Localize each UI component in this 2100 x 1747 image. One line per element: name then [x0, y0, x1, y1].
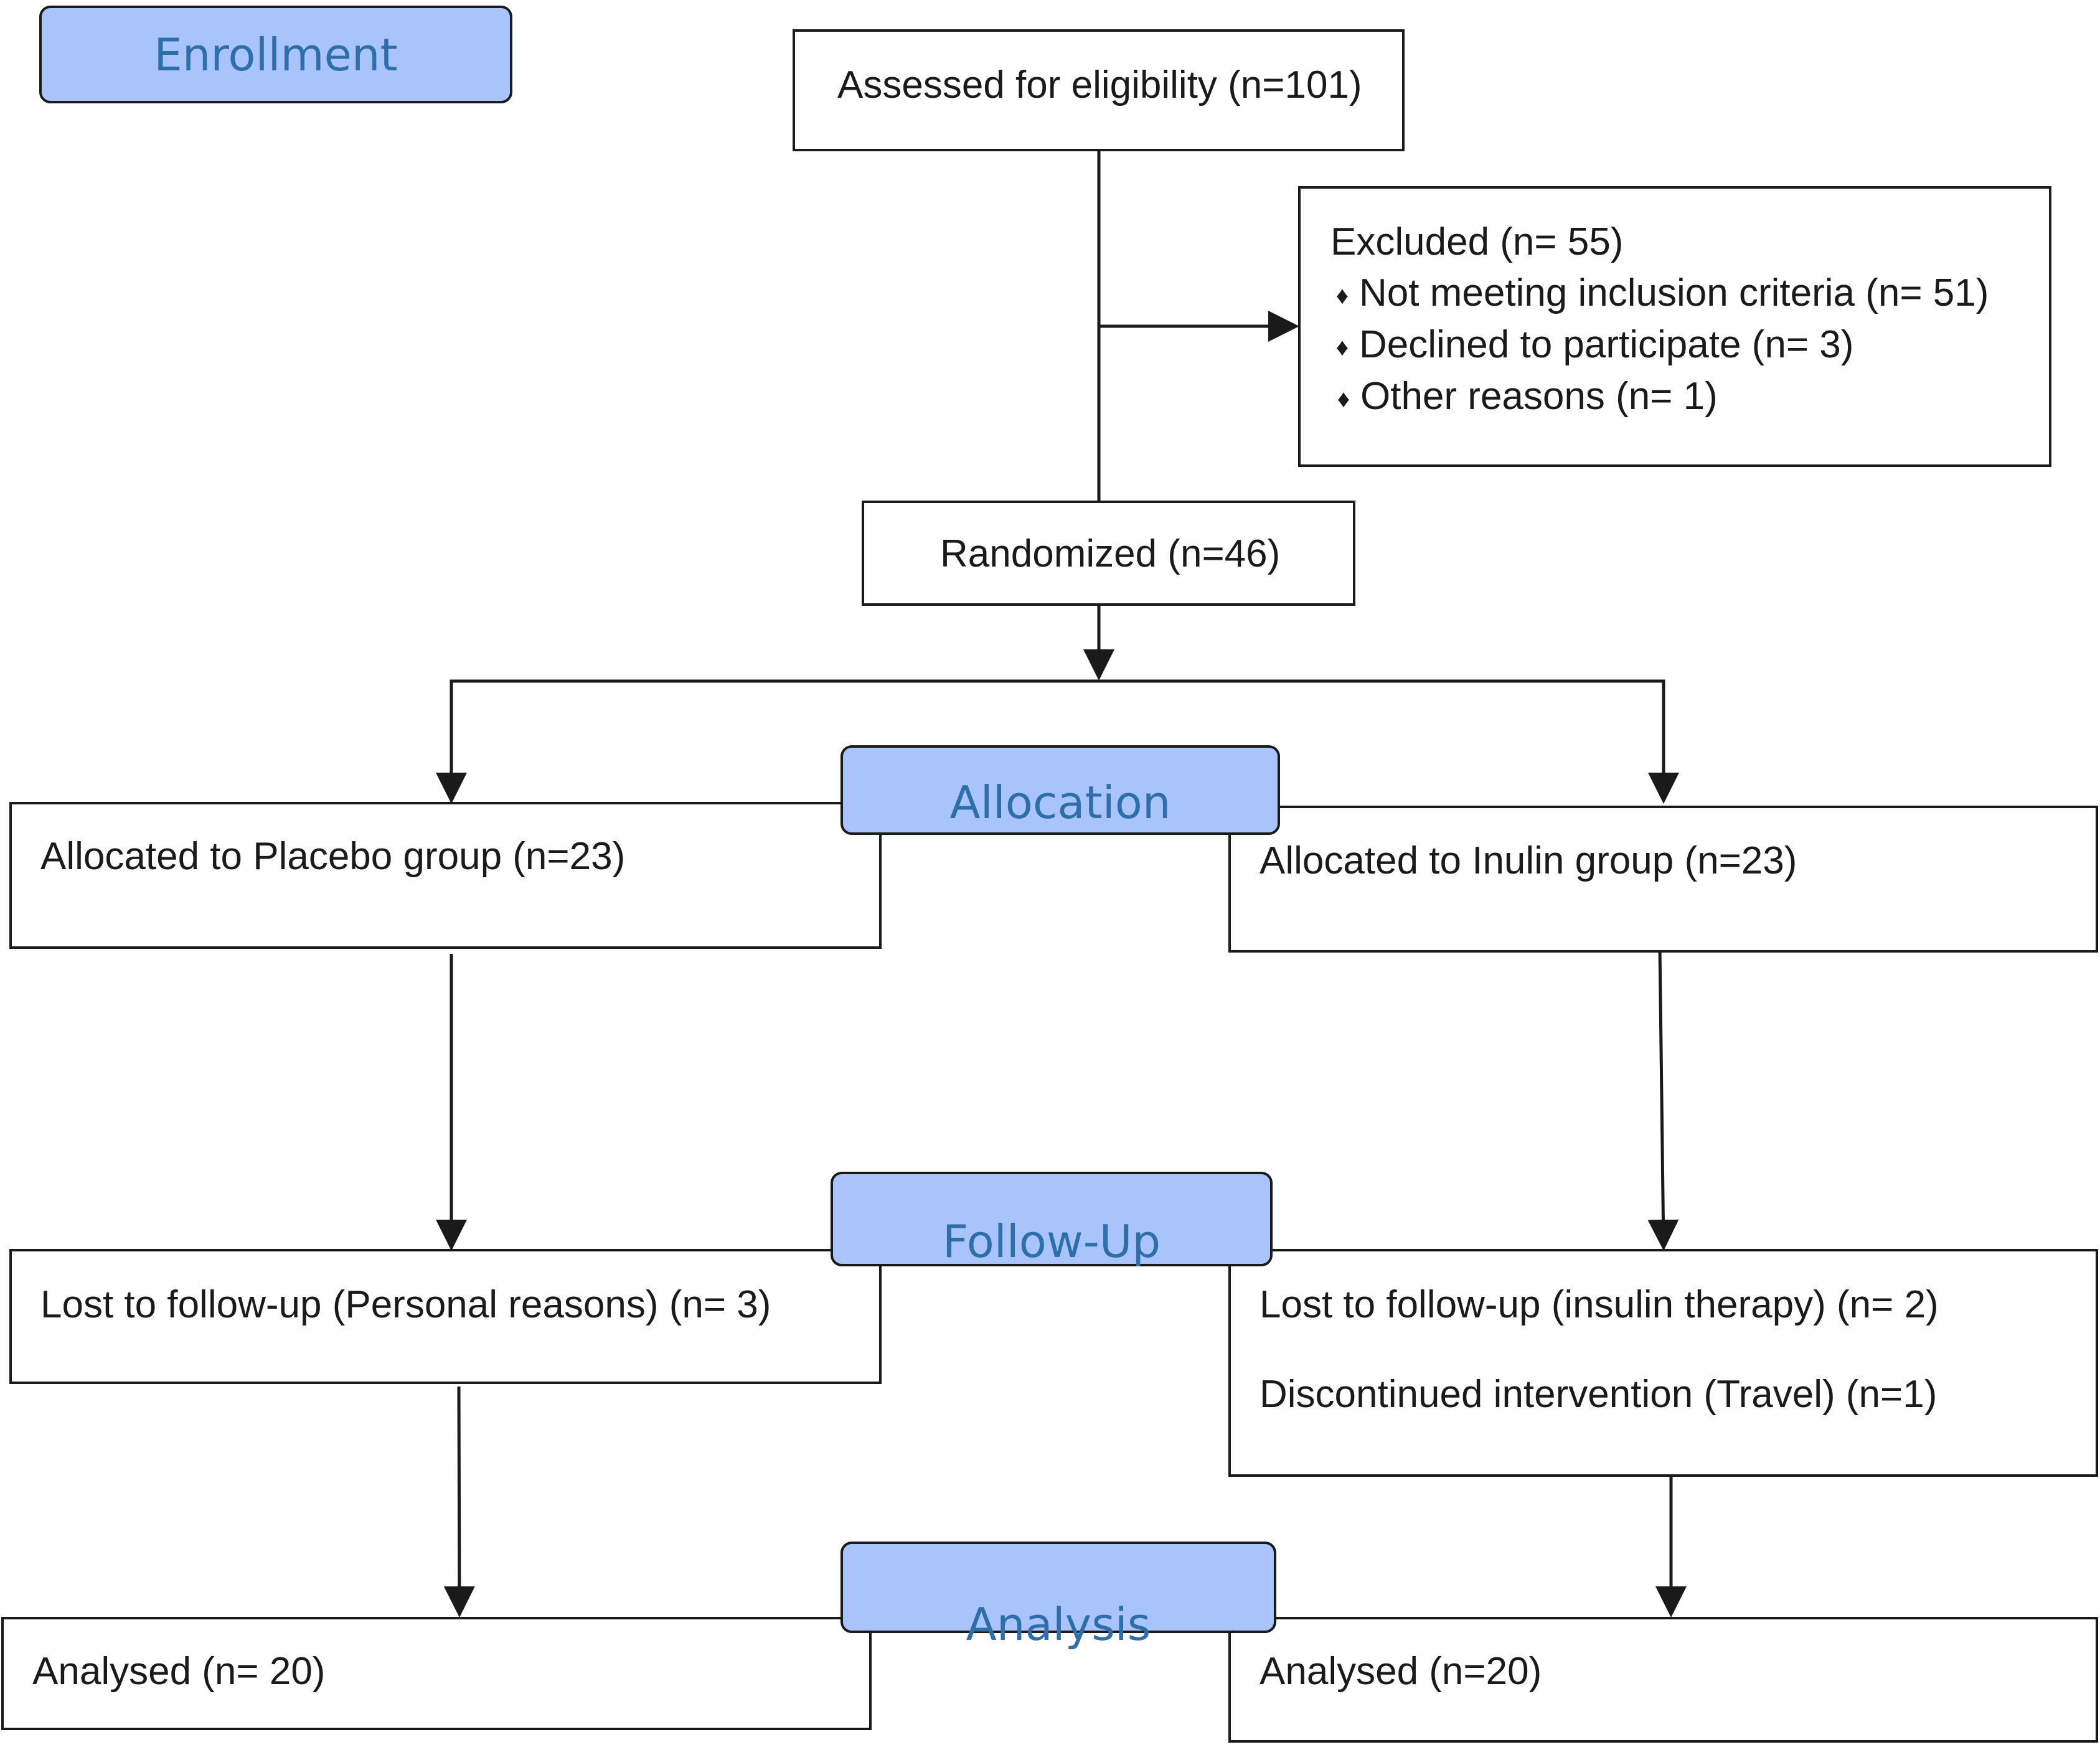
excluded-reason-2: ♦ Declined to participate (n= 3) — [1325, 320, 1854, 370]
inulin-followup-text-1: Lost to follow-up (insulin therapy) (n= … — [1260, 1283, 1939, 1326]
randomized-text: Randomized (n=46) — [940, 532, 1281, 575]
excluded-reason-text: Other reasons (n= 1) — [1360, 375, 1718, 418]
placebo-analysed-text: Analysed (n= 20) — [32, 1650, 326, 1693]
placebo-followup-box: Lost to follow-up (Personal reasons) (n=… — [9, 1249, 882, 1384]
placebo-allocated-box: Allocated to Placebo group (n=23) — [9, 802, 882, 949]
randomized-box: Randomized (n=46) — [862, 501, 1355, 606]
inulin-analysed-text: Analysed (n=20) — [1260, 1650, 1542, 1693]
excluded-title: Excluded (n= 55) — [1330, 220, 1624, 263]
excluded-reason-text: Declined to participate (n= 3) — [1359, 323, 1854, 366]
excluded-reason-3: ♦ Other reasons (n= 1) — [1327, 372, 1718, 422]
inulin-analysed-box: Analysed (n=20) — [1228, 1617, 2098, 1743]
placebo-analysed-box: Analysed (n= 20) — [1, 1617, 872, 1730]
excluded-box: Excluded (n= 55) ♦ Not meeting inclusion … — [1298, 186, 2051, 467]
inulin-allocated-box: Allocated to Inulin group (n=23) — [1228, 806, 2098, 953]
phase-follow-up: Follow-Up — [831, 1172, 1273, 1268]
phase-allocation: Allocation — [840, 745, 1280, 835]
assessed-text: Assessed for eligibility (n=101) — [837, 64, 1362, 106]
excluded-reason-text: Not meeting inclusion criteria (n= 51) — [1359, 271, 1989, 314]
inulin-allocated-text: Allocated to Inulin group (n=23) — [1260, 839, 1797, 882]
assessed-box: Assessed for eligibility (n=101) — [793, 29, 1405, 151]
arrow-inulin-to-followup — [1647, 947, 1679, 1251]
inulin-followup-box: Lost to follow-up (insulin therapy) (n= … — [1228, 1249, 2098, 1477]
diamond-bullet-icon: ♦ — [1335, 281, 1349, 309]
split-line — [450, 679, 1679, 804]
placebo-allocated-text: Allocated to Placebo group (n=23) — [40, 835, 626, 878]
diamond-bullet-icon: ♦ — [1337, 385, 1350, 413]
phase-analysis: Analysis — [840, 1542, 1276, 1650]
placebo-followup-text: Lost to follow-up (Personal reasons) (n=… — [40, 1283, 771, 1326]
diamond-bullet-icon: ♦ — [1335, 333, 1349, 361]
phase-enrollment: Enrollment — [39, 6, 512, 103]
inulin-followup-text-2: Discontinued intervention (Travel) (n=1) — [1260, 1373, 1938, 1416]
excluded-reason-1: ♦ Not meeting inclusion criteria (n= 51) — [1325, 268, 1989, 319]
